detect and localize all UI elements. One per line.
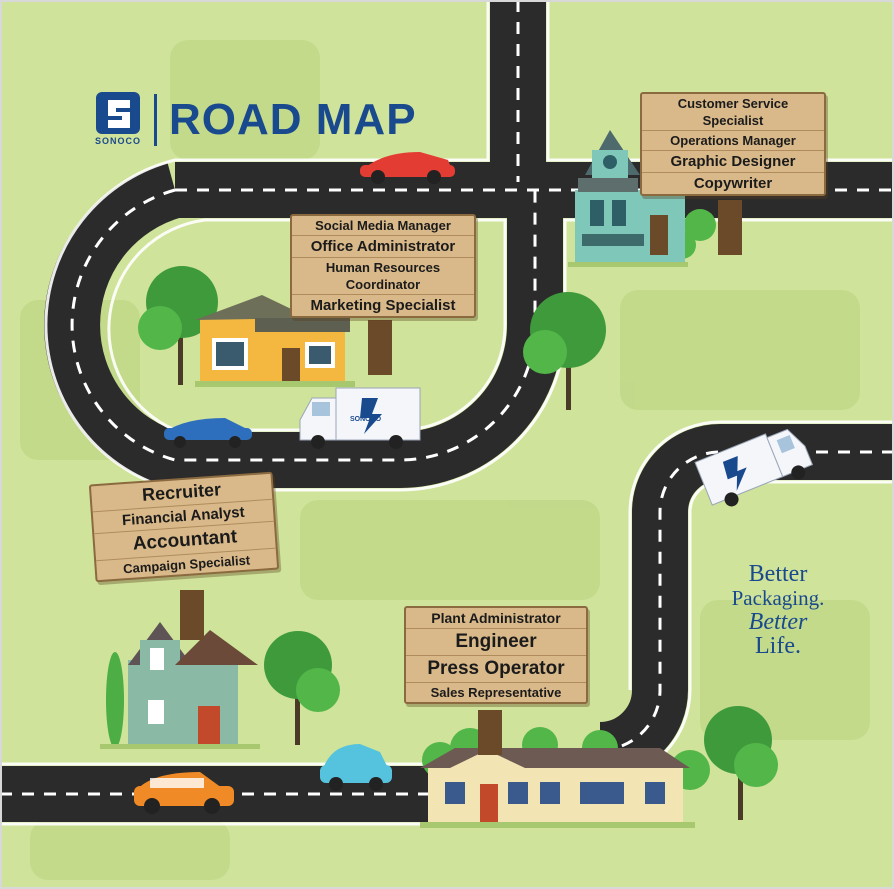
header: SONOCO ROAD MAP: [88, 90, 417, 150]
tree-center-right: [523, 292, 606, 410]
sign-line: Office Administrator: [292, 236, 474, 258]
tagline-line-2: Packaging.: [731, 586, 825, 610]
logo-wordmark: SONOCO: [94, 136, 141, 146]
car-blue: [164, 418, 252, 448]
sign-line: Coordinator: [292, 275, 474, 295]
page-title: ROAD MAP: [169, 95, 417, 144]
car-red: [360, 152, 455, 184]
house-yellow: [195, 295, 355, 387]
sign-line: Graphic Designer: [642, 151, 824, 173]
tagline-line-1: Better: [748, 561, 808, 587]
sonoco-logo: SONOCO: [88, 90, 148, 150]
tree-bottom-right: [704, 706, 778, 820]
building-bottom: [420, 748, 695, 828]
sign-posts: [180, 200, 742, 755]
sign-line: Marketing Specialist: [310, 297, 456, 314]
tree-cypress-left: [106, 652, 124, 748]
sign-top-right: Customer Service Specialist Operations M…: [640, 92, 826, 196]
sign-center: Social Media Manager Office Administrato…: [290, 214, 476, 318]
truck-right: [694, 428, 814, 507]
sign-line: Social Media Manager: [292, 216, 474, 236]
tagline-line-3: Better: [748, 609, 808, 635]
sign-line: Engineer: [406, 629, 586, 656]
car-orange: [134, 772, 234, 814]
sign-line: Plant Administrator: [406, 608, 586, 629]
sign-left: Recruiter Financial Analyst Accountant C…: [88, 471, 280, 583]
tagline-line-4: Life.: [755, 633, 801, 659]
car-small-blue: [320, 744, 392, 791]
truck-center: [299, 387, 421, 449]
header-divider: [154, 94, 157, 146]
house-teal-left: [100, 622, 260, 749]
sign-line: Specialist: [642, 111, 824, 131]
sign-line: Sales Representative: [430, 685, 562, 700]
sign-line: Press Operator: [406, 656, 586, 683]
tree-bottom-left: [264, 631, 340, 745]
sign-line: Human Resources: [325, 260, 441, 275]
sign-bottom: Plant Administrator Engineer Press Opera…: [404, 606, 588, 704]
tagline: Better Packaging. Better Life.: [718, 562, 838, 658]
sign-line: Customer Service: [677, 96, 789, 111]
house-teal-top: [568, 130, 688, 267]
truck-label-center: SONOCO: [350, 416, 382, 423]
sonoco-logo-icon: [96, 92, 140, 134]
sign-line: Operations Manager: [642, 131, 824, 151]
sign-line: Copywriter: [693, 175, 773, 192]
